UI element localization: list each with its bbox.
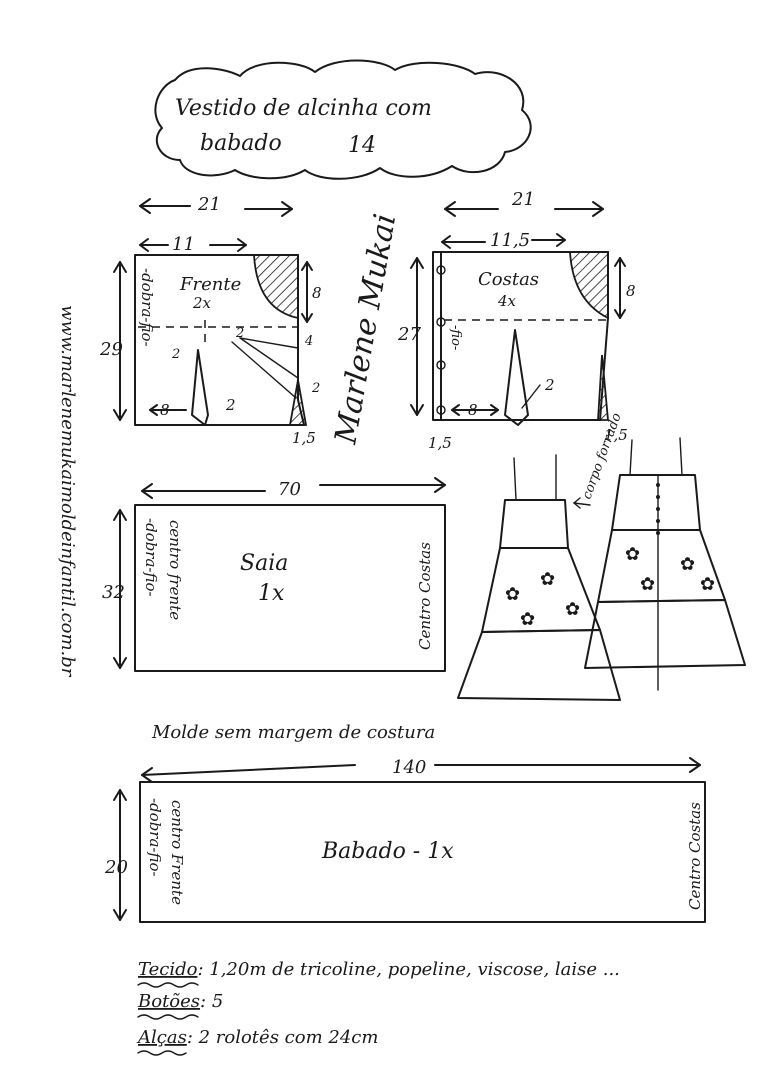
material-label-straps: Alças <box>136 1027 187 1048</box>
babado-left-label-2: -dobra-fio- <box>146 798 164 877</box>
title-line2: babado <box>200 131 282 156</box>
material-label-buttons: Botões <box>137 991 200 1012</box>
material-row-fabric: Tecido: 1,20m de tricoline, popeline, vi… <box>138 959 620 980</box>
flower-icon: ✿ <box>700 574 715 595</box>
saia-name: Saia <box>240 551 288 576</box>
frente-width-label: 21 <box>197 194 221 215</box>
material-value-straps: : 2 rolotês com 24cm <box>187 1027 379 1048</box>
frente-armhole-label: 8 <box>312 284 322 302</box>
costas-dart-depth: 2 <box>544 376 555 394</box>
flower-icon: ✿ <box>520 609 535 630</box>
saia-height-label: 32 <box>102 582 125 603</box>
costas-name: Costas <box>478 269 539 290</box>
flower-icon: ✿ <box>565 599 580 620</box>
title-size: 14 <box>348 133 376 158</box>
frente-note-3: 4 <box>304 334 313 349</box>
babado-width-label: 140 <box>392 757 426 778</box>
material-row-buttons: Botões: 5 <box>137 991 223 1012</box>
seam-allowance-note: Molde sem margem de costura <box>151 722 435 743</box>
material-value-fabric: : 1,20m de tricoline, popeline, viscose,… <box>197 959 619 980</box>
costas-height-label: 27 <box>397 324 421 345</box>
title-line1: Vestido de alcinha com <box>175 96 432 121</box>
frente-note-4: 2 <box>311 381 320 396</box>
frente-hem-offset: 1,5 <box>292 429 316 447</box>
frente-note-1: 2 <box>171 347 180 362</box>
signature: Marlene Mukai <box>328 211 403 447</box>
frente-dart-width: 8 <box>160 401 170 419</box>
costas-hem-left: 1,5 <box>428 434 452 452</box>
material-label-fabric: Tecido <box>138 959 198 980</box>
babado-left-label: centro Frente <box>168 800 186 905</box>
frente-height-label: 29 <box>99 339 123 360</box>
babado-piece: 140 20 centro Frente -dobra-fio- Centro … <box>104 757 706 923</box>
frente-qty: 2x <box>192 294 212 312</box>
flower-icon: ✿ <box>505 584 520 605</box>
flower-icon: ✿ <box>680 554 695 575</box>
saia-left-label: centro frente <box>166 520 184 620</box>
saia-right-label: Centro Costas <box>416 542 434 650</box>
costas-hem-right: 1,5 <box>604 426 628 444</box>
frente-name: Frente <box>179 274 241 295</box>
materials-list: Tecido: 1,20m de tricoline, popeline, vi… <box>136 959 620 1056</box>
flower-icon: ✿ <box>625 544 640 565</box>
saia-width-label: 70 <box>278 479 301 500</box>
costas-armhole-label: 8 <box>626 282 636 300</box>
babado-height-label: 20 <box>104 857 128 878</box>
saia-qty: 1x <box>258 581 285 606</box>
costas-side-label: -fio- <box>448 325 463 350</box>
costas-width-label: 21 <box>511 189 535 210</box>
frente-top-width-label: 11 <box>172 234 195 255</box>
material-value-buttons: : 5 <box>200 991 223 1012</box>
saia-left-label-2: -dobra-fio- <box>142 518 160 597</box>
frente-dart-depth: 2 <box>225 396 236 414</box>
babado-right-label: Centro Costas <box>686 802 704 910</box>
costas-piece: 21 11,5 27 -fio- Costas 4x 8 <box>397 189 636 452</box>
flower-icon: ✿ <box>640 574 655 595</box>
costas-top-width-label: 11,5 <box>490 230 530 251</box>
frente-piece: 21 11 29 -dobra-fio- Frente 2x <box>99 194 322 447</box>
frente-side-label: -dobra-fio- <box>138 268 156 347</box>
material-row-straps: Alças: 2 rolotês com 24cm <box>136 1027 378 1048</box>
dress-illustration-back: ✿ ✿ ✿ ✿ corpo forrado <box>572 411 746 691</box>
dress-illustration-front: ✿ ✿ ✿ ✿ <box>457 454 621 701</box>
title-cloud: Vestido de alcinha com babado 14 <box>154 59 532 180</box>
watermark-url: www.marlenemukaimoldeinfantil.com.br <box>57 305 78 678</box>
saia-piece: 70 32 centro frente -dobra-fio- Centro C… <box>102 477 446 672</box>
costas-qty: 4x <box>497 292 517 310</box>
costas-dart-width: 8 <box>468 401 478 419</box>
babado-name: Babado - 1x <box>321 839 454 864</box>
frente-note-2: 2 <box>235 326 244 341</box>
flower-icon: ✿ <box>540 569 555 590</box>
